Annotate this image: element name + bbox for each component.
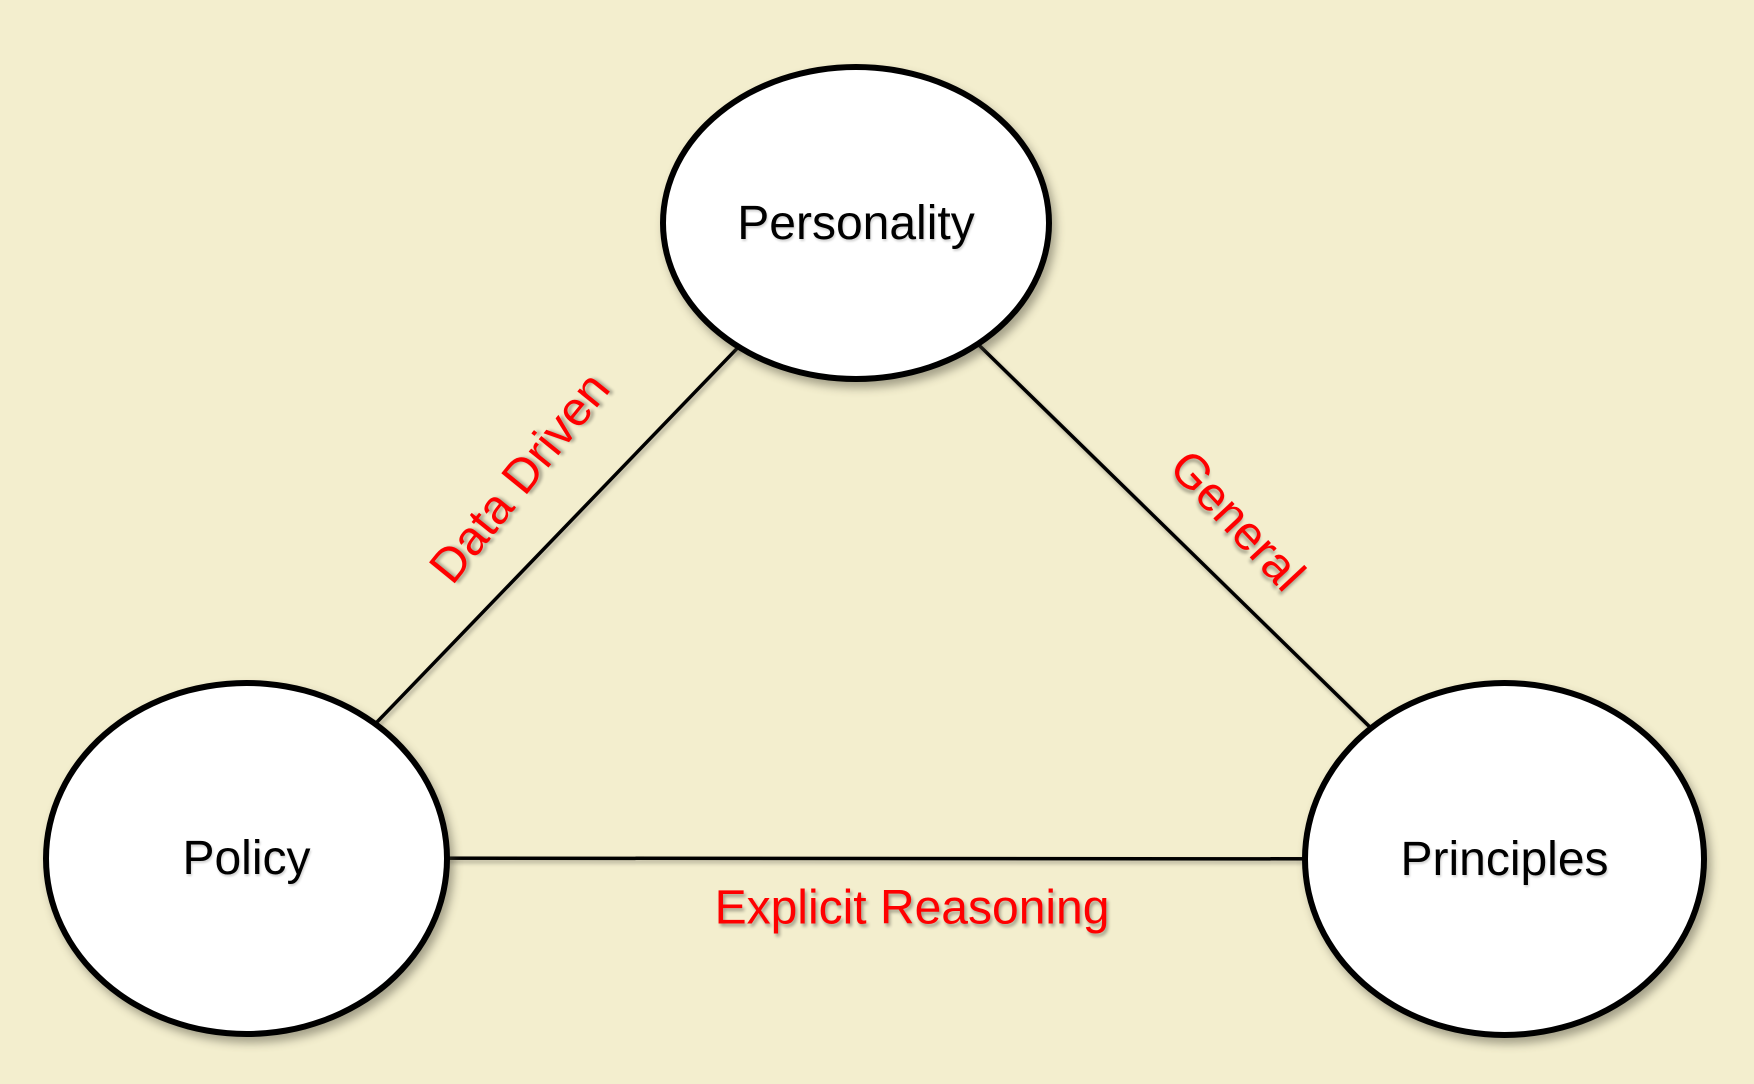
node-principles-label: Principles <box>1400 832 1609 886</box>
node-principles: Principles <box>1302 680 1707 1038</box>
edge-label-explicit-reasoning: Explicit Reasoning <box>714 881 1110 935</box>
node-personality-label: Personality <box>737 196 975 250</box>
node-personality: Personality <box>660 64 1052 382</box>
node-policy: Policy <box>43 680 450 1037</box>
edge-line-policy-principles <box>245 856 1506 861</box>
node-policy-label: Policy <box>182 832 311 885</box>
